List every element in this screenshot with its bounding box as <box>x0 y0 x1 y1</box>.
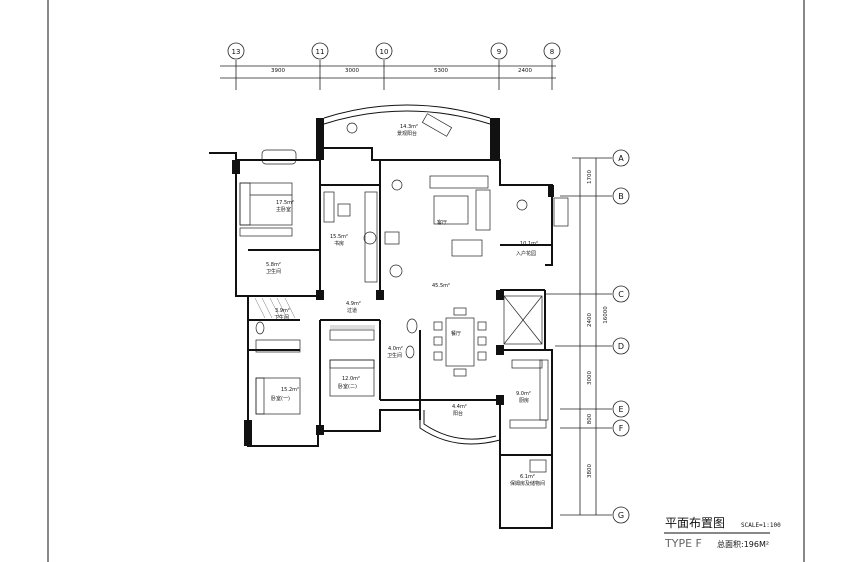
label-hall-area: 45.5m² <box>432 283 450 289</box>
hatch-zones <box>254 297 375 329</box>
right-dim-4: 800 <box>587 413 593 424</box>
label-balcony-view: 景观阳台 <box>397 130 417 137</box>
label-kitchen: 厨房 <box>519 397 529 404</box>
label-bath3: 卫生间 <box>387 352 402 359</box>
right-axis-A: A <box>618 154 624 163</box>
top-axis-13: 13 <box>232 48 241 56</box>
right-axis-B: B <box>618 192 624 201</box>
label-bedroom1: 卧室(一) <box>271 395 290 402</box>
label-bedroom1-area: 15.2m² <box>281 387 299 393</box>
right-dim-1: 1700 <box>587 170 593 184</box>
label-service-balcony: 阳台 <box>453 410 463 417</box>
label-service-balcony-area: 4.4m² <box>452 404 467 410</box>
label-service-room-area: 6.1m² <box>520 474 535 480</box>
type-label: TYPE F <box>664 537 702 550</box>
label-entry-garden-area: 10.1m² <box>520 241 538 247</box>
right-axis-D: D <box>618 342 624 351</box>
right-axis-F: F <box>619 424 624 433</box>
right-axis-E: E <box>618 405 623 414</box>
plan-title: 平面布置图 <box>665 516 725 530</box>
label-bath2: 卫生间 <box>274 314 289 321</box>
label-study: 书房 <box>334 240 344 247</box>
label-bath2-area: 3.9m² <box>275 308 290 314</box>
view-balcony-arc <box>323 104 491 125</box>
top-dim-4: 2400 <box>518 68 532 74</box>
label-bath3-area: 4.0m² <box>388 346 403 352</box>
right-dim-2: 2400 <box>587 313 593 327</box>
right-dim-3: 3000 <box>587 371 593 385</box>
right-dim-total: 16000 <box>603 306 609 324</box>
top-axis-8: 8 <box>550 48 554 56</box>
label-entry-garden: 入户花园 <box>516 250 536 257</box>
top-grid <box>220 42 561 90</box>
service-balcony-arc <box>419 410 501 445</box>
right-dim-5: 3800 <box>587 464 593 478</box>
label-corridor-area: 4.9m² <box>346 301 361 307</box>
top-dim-2: 3000 <box>345 68 359 74</box>
label-bedroom2-area: 12.0m² <box>342 376 360 382</box>
label-kitchen-area: 9.0m² <box>516 391 531 397</box>
label-dining: 餐厅 <box>451 330 461 337</box>
label-service-room: 保姆房及储物间 <box>510 480 545 487</box>
label-master-bath: 卫生间 <box>266 268 281 275</box>
label-study-area: 15.5m² <box>330 234 348 240</box>
label-living: 客厅 <box>437 219 447 226</box>
top-axis-10: 10 <box>380 48 389 56</box>
furniture <box>239 113 569 473</box>
label-bedroom2: 卧室(二) <box>338 383 357 390</box>
scale-label: SCALE=1:100 <box>741 522 781 529</box>
label-master-bedroom: 主卧室 <box>276 206 291 213</box>
top-axis-9: 9 <box>497 48 501 56</box>
right-grid <box>545 149 630 524</box>
right-axis-G: G <box>618 511 624 520</box>
label-master-bath-area: 5.8m² <box>266 262 281 268</box>
area-label: 总面积:196M² <box>717 539 769 549</box>
columns <box>232 118 554 446</box>
top-axis-11: 11 <box>316 48 325 56</box>
label-balcony-view-area: 14.3m² <box>400 124 418 130</box>
top-dim-1: 3900 <box>271 68 285 74</box>
right-axis-C: C <box>618 290 624 299</box>
top-dim-3: 5300 <box>434 68 448 74</box>
label-master-bedroom-area: 17.5m² <box>276 200 294 206</box>
walls <box>209 147 553 529</box>
label-corridor: 过道 <box>347 307 357 314</box>
